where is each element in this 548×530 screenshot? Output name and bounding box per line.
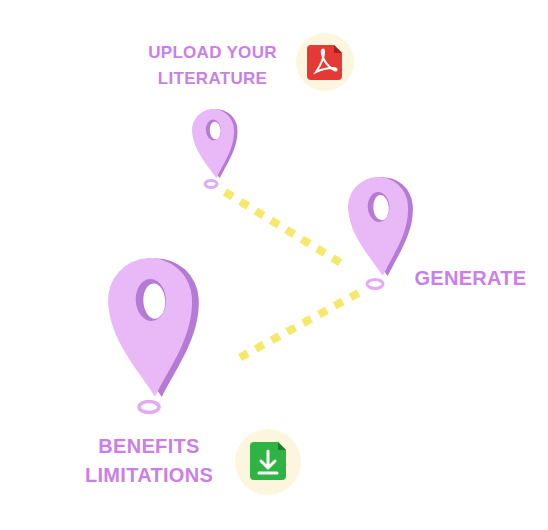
step-label: GENERATE	[403, 265, 538, 291]
step-label: UPLOAD YOUR LITERATURE	[135, 40, 290, 91]
pin-stop: BENEFITS LIMITATIONS	[63, 248, 237, 496]
dashed-route	[225, 192, 343, 264]
step-label: BENEFITS LIMITATIONS	[63, 432, 235, 490]
pin-stop: UPLOAD YOUR LITERATURE	[135, 38, 292, 192]
map-pin	[346, 175, 418, 289]
pdf-icon	[296, 33, 354, 91]
pin-stop: GENERATE	[343, 163, 540, 293]
dashed-route	[237, 293, 358, 359]
map-pin	[191, 107, 241, 187]
map-pin	[106, 256, 204, 413]
download-icon	[235, 429, 301, 495]
